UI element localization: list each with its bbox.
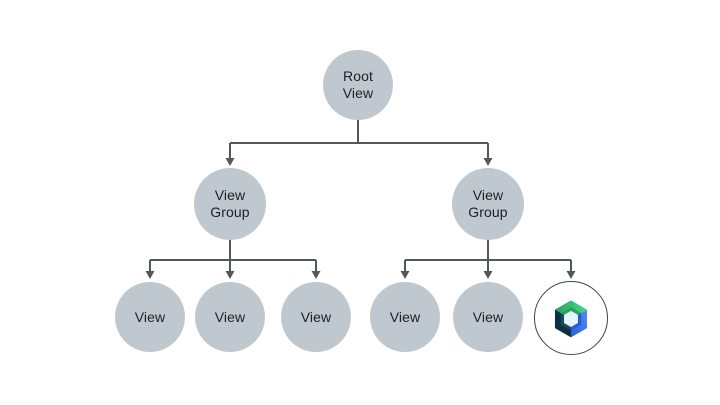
tree-edges — [149, 120, 572, 272]
node-jetpack-compose — [534, 281, 608, 355]
node-label: View — [214, 308, 246, 325]
node-view-left-3: View — [281, 282, 351, 352]
node-label: View Group — [210, 187, 250, 220]
arrow-down-icon — [225, 158, 235, 166]
arrow-down-icon — [225, 271, 235, 279]
node-label: View Group — [468, 187, 508, 220]
arrow-down-icon — [311, 271, 321, 279]
node-label: Root View — [342, 68, 374, 101]
node-view-left-2: View — [195, 282, 265, 352]
node-label: View — [300, 308, 332, 325]
arrow-down-icon — [145, 271, 155, 279]
arrow-down-icon — [483, 271, 493, 279]
node-view-group-right: View Group — [452, 168, 524, 240]
jetpack-compose-logo-icon — [554, 300, 588, 338]
node-view-right-1: View — [370, 282, 440, 352]
arrow-down-icon — [566, 271, 576, 279]
arrow-down-icon — [400, 271, 410, 279]
node-view-group-left: View Group — [194, 168, 266, 240]
node-label: View — [134, 308, 166, 325]
arrowheads — [145, 158, 576, 279]
arrow-down-icon — [483, 158, 493, 166]
node-view-right-2: View — [453, 282, 523, 352]
node-root-view: Root View — [323, 50, 393, 120]
node-label: View — [472, 308, 504, 325]
node-view-left-1: View — [115, 282, 185, 352]
node-label: View — [389, 308, 421, 325]
